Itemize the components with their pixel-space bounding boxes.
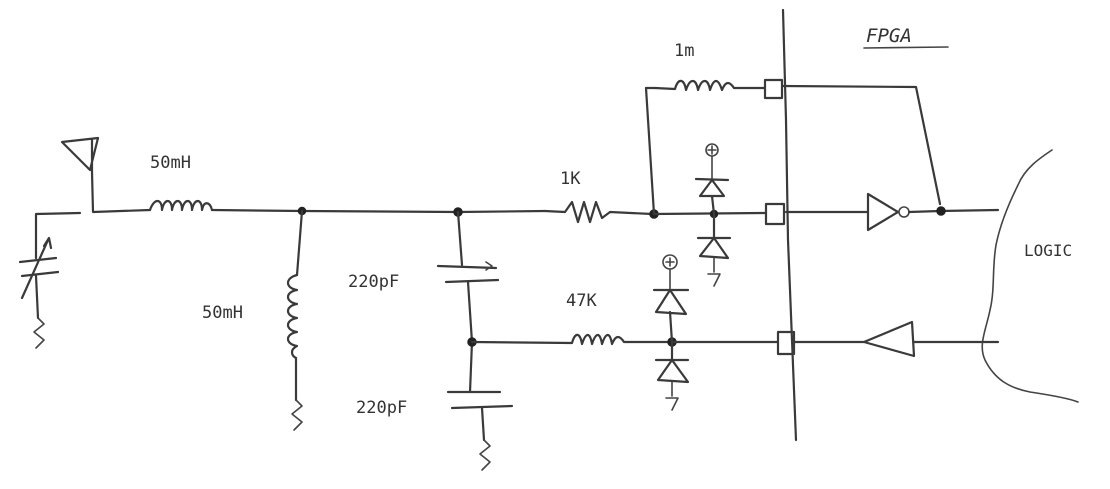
shunt-inductor-ground-icon <box>291 399 303 431</box>
diode-upper-1-icon <box>694 177 730 216</box>
antenna-ground-icon <box>33 317 45 349</box>
variable-capacitor-icon <box>18 236 60 320</box>
ground-lower-icon <box>665 381 679 411</box>
inverter-icon <box>866 192 900 232</box>
fpga-pad-input <box>764 202 786 226</box>
buffer-icon <box>862 320 916 358</box>
resistor-output-icon <box>470 333 674 346</box>
resistor-input-label: 1K <box>560 169 581 189</box>
capacitor-top-lead <box>456 210 464 267</box>
capacitor-mid-wire <box>466 280 474 394</box>
capacitor-top-label: 220pF <box>348 272 399 292</box>
antenna-feed <box>90 170 152 214</box>
vcc-lower-plus <box>665 257 675 291</box>
inverter-bubble <box>898 206 910 218</box>
feedback-left-wire <box>644 86 657 216</box>
capacitor-bottom-ground-lead <box>480 406 486 442</box>
ground-upper-icon <box>707 257 721 287</box>
capacitor-bottom-label: 220pF <box>356 398 407 418</box>
capacitor-top-mark <box>485 261 493 271</box>
logic-cloud-outline <box>981 149 1079 403</box>
logic-label: LOGIC <box>1024 241 1072 260</box>
resistor-output-label: 47K <box>566 291 597 311</box>
feedback-right-wire <box>780 84 942 206</box>
vcc-upper-plus <box>707 145 717 181</box>
capacitor-bottom-ground-icon <box>479 439 491 471</box>
diode-upper-2-icon <box>696 236 732 260</box>
fpga-pad-feedback <box>763 78 784 100</box>
capacitor-bottom-icon <box>446 390 514 410</box>
diode-lower-2-icon <box>654 340 690 384</box>
inductor-series-label: 50mH <box>150 153 191 173</box>
junction-f <box>936 206 946 216</box>
resistor-input-icon <box>543 200 654 224</box>
inductor-series-icon <box>148 199 214 212</box>
diode-lower-1-icon <box>652 288 690 344</box>
resistor-feedback-label: 1m <box>674 41 694 61</box>
inductor-shunt-label: 50mH <box>202 303 243 323</box>
fpga-pad-output <box>776 330 796 356</box>
fpga-boundary <box>781 8 798 442</box>
antenna-icon <box>60 136 100 174</box>
shunt-inductor-lead <box>295 209 304 277</box>
capacitor-top-icon <box>436 264 500 284</box>
inverter-output-wire <box>907 208 1000 214</box>
variable-capacitor-lead <box>34 211 82 260</box>
resistor-feedback-icon <box>653 79 766 92</box>
fpga-label: FPGA <box>866 25 912 47</box>
fpga-label-underline <box>863 46 949 49</box>
main-wire <box>210 208 547 214</box>
inductor-shunt-icon <box>286 273 299 360</box>
